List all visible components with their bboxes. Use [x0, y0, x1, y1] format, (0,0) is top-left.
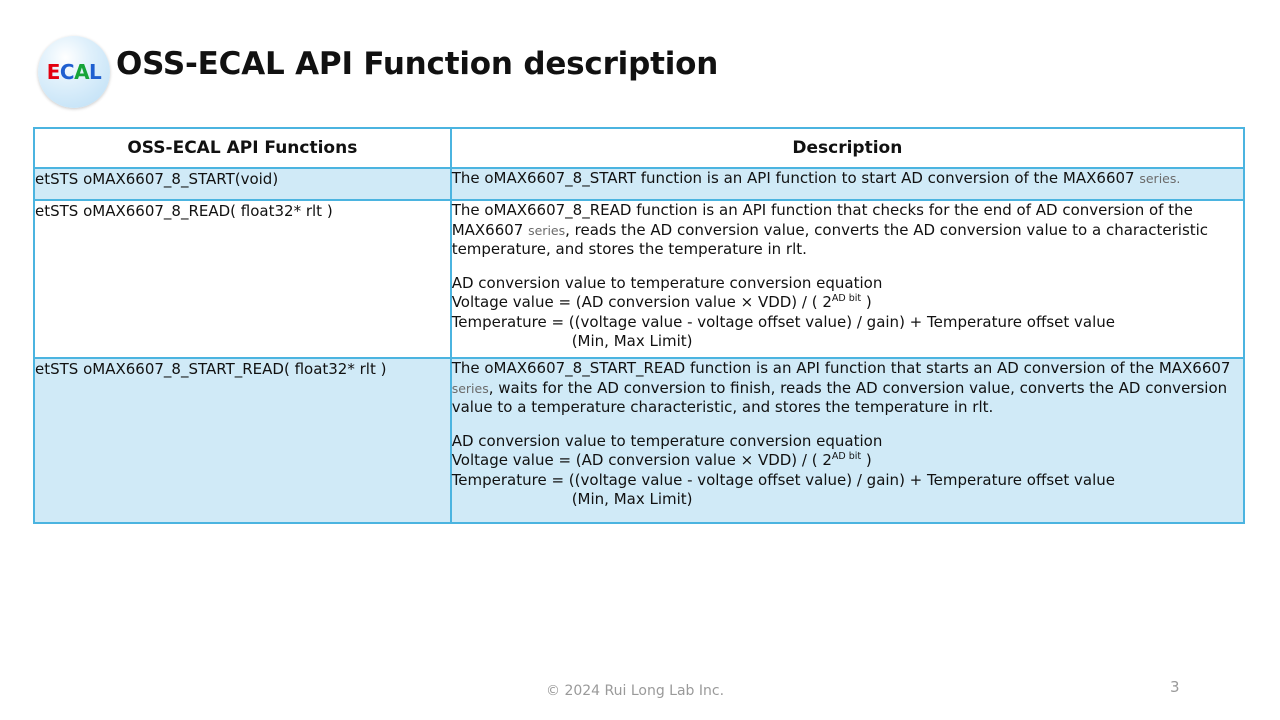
series-label: series: [528, 222, 566, 238]
logo-letter-e: E: [46, 60, 61, 84]
description-text: The oMAX6607_8_START function is an API …: [452, 169, 1243, 189]
table-row: etSTS oMAX6607_8_START_READ( float32* rl…: [33, 357, 1246, 524]
description-tail: , reads the AD conversion value, convert…: [451, 220, 1209, 259]
description-cell: The oMAX6607_8_START function is an API …: [449, 167, 1246, 201]
slide-header: ECAL OSS-ECAL API Function description: [0, 0, 1280, 110]
copyright-text: © 2024 Rui Long Lab Inc.: [546, 683, 725, 699]
equation-exponent: AD bit: [831, 451, 862, 462]
equation-voltage: Voltage value = (AD conversion value × V…: [452, 293, 1243, 313]
logo-letter-c: C: [59, 60, 75, 84]
equation-voltage-post: ): [861, 293, 872, 311]
description-tail: , waits for the AD conversion to finish,…: [451, 378, 1228, 417]
column-header-functions: OSS-ECAL API Functions: [33, 127, 452, 169]
table-row: etSTS oMAX6607_8_START(void) The oMAX660…: [33, 167, 1246, 201]
column-header-description: Description: [449, 127, 1246, 169]
table-header-row: OSS-ECAL API Functions Description: [33, 127, 1246, 169]
equation-heading: AD conversion value to temperature conve…: [451, 273, 883, 292]
table-row: etSTS oMAX6607_8_READ( float32* rlt ) Th…: [33, 199, 1246, 359]
equation-temperature: Temperature = ((voltage value - voltage …: [451, 312, 1115, 331]
equation-heading: AD conversion value to temperature conve…: [451, 431, 883, 450]
description-lead: The oMAX6607_8_START_READ function is an…: [451, 359, 1231, 377]
equation-limit: (Min, Max Limit): [571, 490, 693, 508]
equation-limit: (Min, Max Limit): [571, 332, 693, 350]
spacer: [452, 260, 1243, 274]
page-title: OSS-ECAL API Function description: [116, 46, 719, 82]
equation-voltage-pre: Voltage value = (AD conversion value × V…: [451, 293, 832, 311]
logo-wordmark: ECAL: [47, 62, 102, 82]
description-lead: The oMAX6607_8_READ function is an API f…: [451, 201, 1193, 239]
description-lead: The oMAX6607_8_START function is an API …: [451, 169, 1140, 187]
equation-voltage-pre: Voltage value = (AD conversion value × V…: [451, 451, 832, 469]
logo-letter-l: L: [89, 60, 102, 84]
equation-temperature: Temperature = ((voltage value - voltage …: [451, 470, 1115, 489]
function-signature-cell: etSTS oMAX6607_8_READ( float32* rlt ): [33, 199, 452, 359]
page-number: 3: [1170, 678, 1180, 696]
logo-letter-a: A: [74, 60, 90, 84]
equation-voltage: Voltage value = (AD conversion value × V…: [452, 451, 1243, 471]
api-function-table: OSS-ECAL API Functions Description etSTS…: [33, 127, 1246, 524]
equation-exponent: AD bit: [831, 293, 862, 304]
function-signature-cell: etSTS oMAX6607_8_START_READ( float32* rl…: [33, 357, 452, 524]
series-label: series: [451, 380, 489, 396]
description-cell: The oMAX6607_8_START_READ function is an…: [449, 357, 1246, 524]
ecal-logo-icon: ECAL: [38, 36, 110, 108]
description-cell: The oMAX6607_8_READ function is an API f…: [449, 199, 1246, 359]
description-text: The oMAX6607_8_READ function is an API f…: [452, 201, 1243, 260]
series-label: series.: [1139, 171, 1181, 186]
function-signature-cell: etSTS oMAX6607_8_START(void): [33, 167, 452, 201]
description-text: The oMAX6607_8_START_READ function is an…: [452, 359, 1243, 418]
spacer: [452, 418, 1243, 432]
equation-voltage-post: ): [861, 451, 872, 469]
